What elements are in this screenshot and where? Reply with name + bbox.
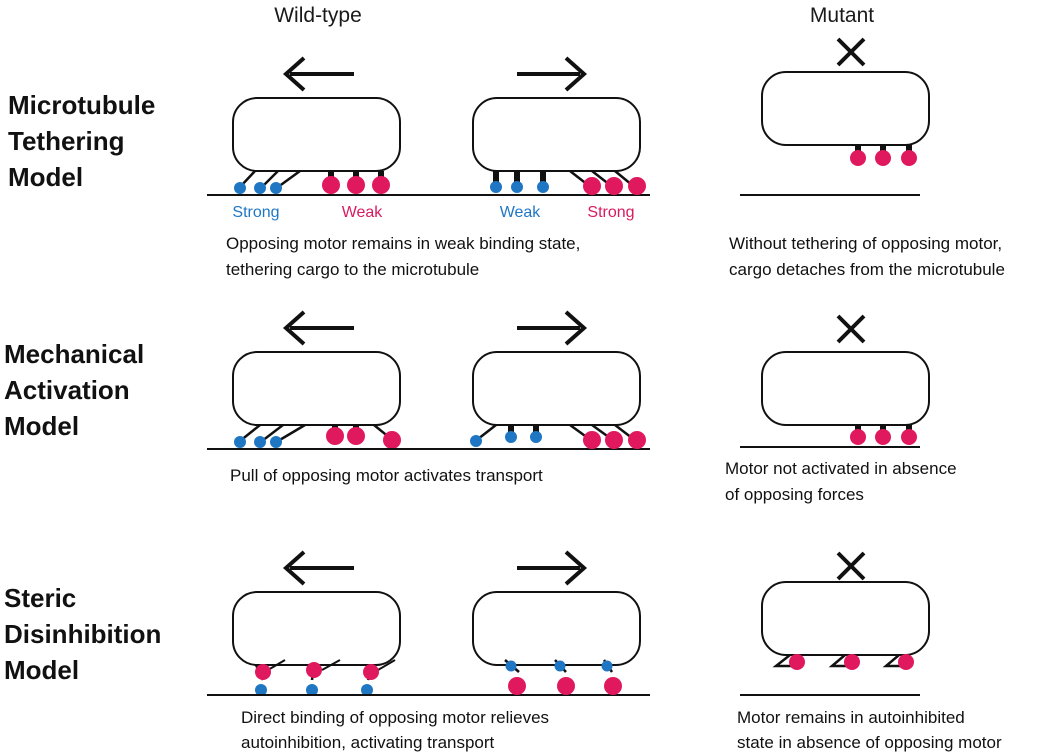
- weak-label: Weak: [342, 204, 384, 221]
- wild-type-header: Wild-type: [274, 4, 362, 27]
- model-title-line: Model: [8, 162, 83, 192]
- model-title-line: Disinhibition: [4, 619, 161, 649]
- blue-motor-weak: [490, 171, 549, 193]
- right-arrow-icon: [517, 550, 588, 586]
- left-arrow-icon: [282, 56, 354, 92]
- right-arrow-icon: [517, 310, 588, 346]
- red-motor: [569, 423, 646, 449]
- model-title-line: Mechanical: [4, 339, 144, 369]
- weak-label: Weak: [500, 204, 542, 221]
- cross-icon: [836, 551, 866, 581]
- blue-motor-with-red: [504, 659, 622, 695]
- model-title-line: Model: [4, 655, 79, 685]
- cargo: [232, 591, 401, 666]
- mutant-caption: of opposing forces: [725, 485, 864, 504]
- model-title-line: Activation: [4, 375, 130, 405]
- mutant-caption: cargo detaches from the microtubule: [729, 260, 1005, 279]
- cross-icon: [836, 314, 866, 344]
- microtubule-tethering-model: Microtubule Tethering Model Strong: [8, 37, 1005, 279]
- left-arrow-icon: [282, 550, 354, 586]
- red-motor-detached: [850, 145, 917, 166]
- model-title-line: Microtubule: [8, 90, 155, 120]
- strong-label: Strong: [232, 204, 279, 221]
- mutant-header: Mutant: [810, 4, 874, 27]
- wt-caption: Opposing motor remains in weak binding s…: [226, 234, 580, 253]
- cargo: [472, 97, 641, 172]
- red-motor-autoinhibited: [772, 654, 914, 670]
- mutant-caption: state in absence of opposing motor: [737, 733, 1002, 752]
- cargo: [472, 351, 641, 426]
- cross-icon: [836, 37, 866, 67]
- red-motor-strong: [569, 170, 646, 195]
- blue-motor-strong: [234, 169, 301, 194]
- cargo: [232, 351, 401, 426]
- mutant-caption: Without tethering of opposing motor,: [729, 234, 1002, 253]
- wt-caption: autoinhibition, activating transport: [241, 733, 495, 752]
- cargo: [761, 581, 930, 656]
- mechanical-activation-model: Mechanical Activation Model: [4, 310, 957, 504]
- blue-motor: [234, 423, 306, 448]
- steric-disinhibition-model: Steric Disinhibition Model: [4, 550, 1002, 752]
- blue-motor: [470, 424, 542, 447]
- cargo: [232, 97, 401, 172]
- red-motor-weak: [322, 171, 390, 194]
- right-arrow-icon: [517, 56, 588, 92]
- red-motor-with-blue: [254, 659, 396, 696]
- cargo: [761, 71, 930, 146]
- wt-caption: tethering cargo to the microtubule: [226, 260, 479, 279]
- wt-caption: Pull of opposing motor activates transpo…: [230, 466, 543, 485]
- left-arrow-icon: [282, 310, 354, 346]
- mutant-caption: Motor not activated in absence: [725, 459, 957, 478]
- mutant-caption: Motor remains in autoinhibited: [737, 708, 965, 727]
- strong-label: Strong: [587, 204, 634, 221]
- red-motor-inactive: [850, 425, 917, 445]
- red-motor: [326, 424, 401, 449]
- cargo: [472, 591, 641, 666]
- cargo: [761, 351, 930, 426]
- model-title-line: Tethering: [8, 126, 125, 156]
- model-title-line: Model: [4, 411, 79, 441]
- model-title-line: Steric: [4, 583, 76, 613]
- wt-caption: Direct binding of opposing motor relieve…: [241, 708, 549, 727]
